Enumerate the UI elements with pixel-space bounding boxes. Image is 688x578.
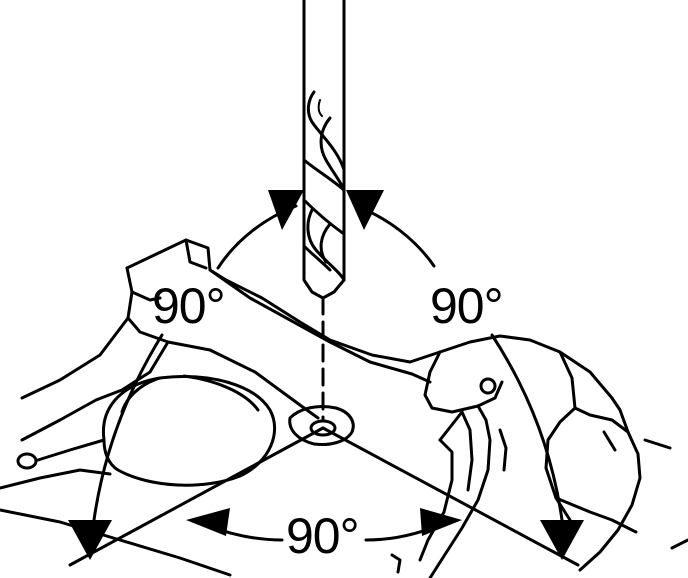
arrowhead-upper-left [268, 190, 304, 230]
angle-label-upper-right: 90° [430, 278, 504, 334]
angle-label-upper-left: 90° [152, 278, 226, 334]
workpiece-housing [0, 238, 688, 578]
drill-bit [302, 0, 346, 300]
angle-arcs [92, 204, 564, 542]
arrowhead-lower-left [68, 520, 112, 560]
arrowhead-upper-right [346, 190, 384, 230]
arrowhead-bottom-right [420, 508, 462, 536]
reference-lines [68, 298, 580, 567]
arrowhead-lower-right [540, 520, 584, 560]
arrowheads [68, 190, 584, 560]
arrowhead-bottom-left [186, 508, 230, 536]
angle-label-bottom: 90° [286, 508, 360, 564]
